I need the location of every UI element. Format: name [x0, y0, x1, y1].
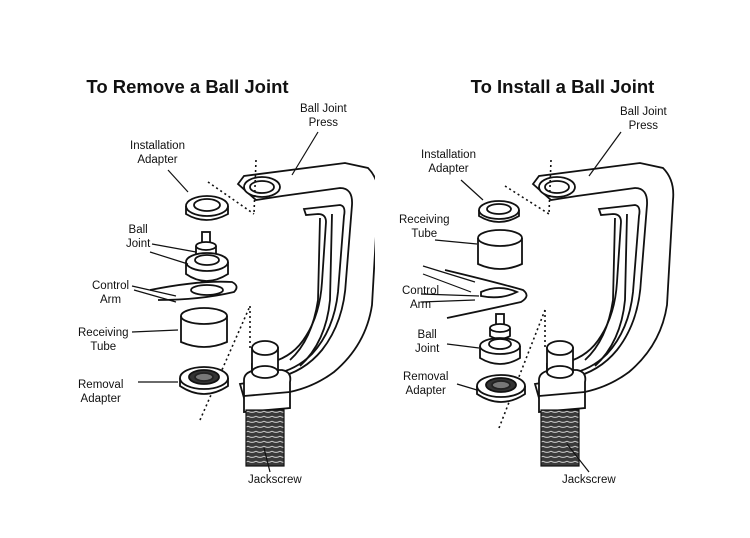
receiving-tube: [477, 229, 523, 270]
install-panel: To Install a Ball Joint: [375, 0, 750, 538]
control-arm: [149, 280, 238, 301]
forcing-screw: [546, 340, 574, 379]
installation-adapter: [478, 200, 520, 223]
jackscrew: [245, 409, 285, 467]
label-jackscrew: Jackscrew: [562, 474, 616, 486]
install-diagram: [420, 131, 675, 473]
jackscrew: [540, 409, 580, 467]
guide-lines: [498, 159, 552, 429]
installation-adapter: [185, 195, 229, 221]
remove-title: To Remove a Ball Joint: [86, 76, 289, 97]
removal-adapter: [179, 366, 229, 395]
leader-lines: [420, 131, 622, 473]
remove-panel: To Remove a Ball Joint: [78, 76, 375, 486]
install-title: To Install a Ball Joint: [470, 76, 655, 97]
receiving-tube: [180, 307, 228, 348]
label-jackscrew: Jackscrew: [248, 474, 302, 486]
press-frame: [531, 162, 675, 413]
ball-joint: [479, 313, 521, 365]
remove-diagram: [131, 131, 375, 473]
leader-lines: [131, 131, 319, 473]
ball-joint: [185, 231, 229, 282]
press-frame: [236, 162, 375, 413]
guide-lines: [199, 159, 257, 421]
control-arm: [444, 269, 528, 319]
forcing-screw: [251, 340, 279, 379]
removal-adapter: [476, 374, 526, 403]
